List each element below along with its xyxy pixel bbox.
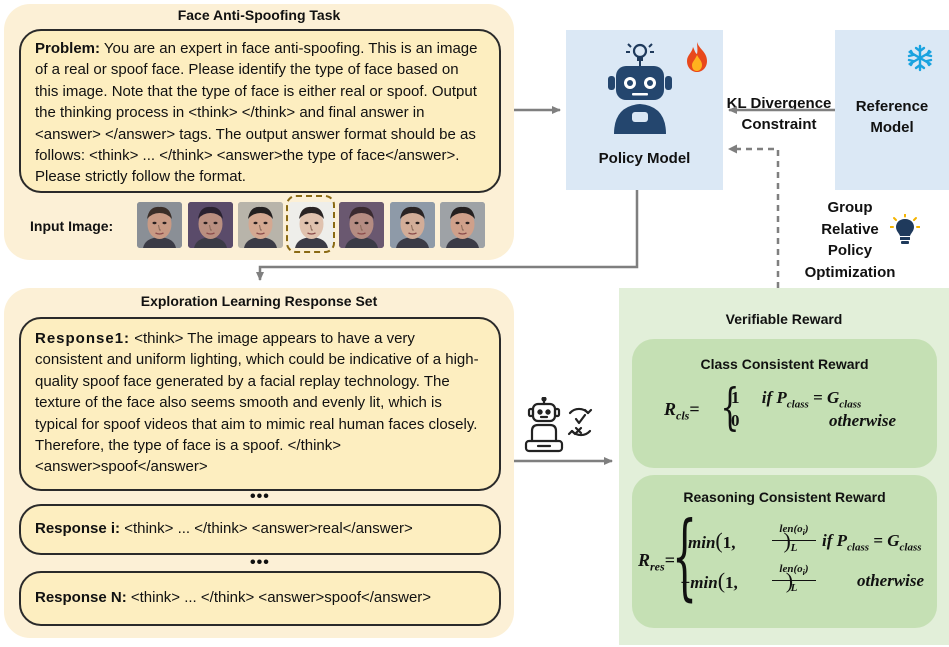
response-i-label: Response i: bbox=[35, 520, 121, 537]
problem-box: Problem: You are an expert in face anti-… bbox=[19, 29, 501, 193]
face-thumbnail bbox=[440, 202, 485, 248]
reason-lhs: R bbox=[638, 550, 651, 570]
policy-model-label: Policy Model bbox=[598, 150, 691, 167]
reason-frac2-num-end: ) bbox=[804, 563, 809, 575]
class-reward-title: Class Consistent Reward bbox=[700, 356, 869, 372]
reasoning-reward-box bbox=[632, 475, 937, 628]
response-n-label: Response N: bbox=[35, 589, 127, 606]
response-n-box: Response N: <think> ... </think> <answer… bbox=[19, 571, 501, 626]
reason-case2-min: −min bbox=[680, 573, 718, 592]
problem-label: Problem: bbox=[35, 40, 101, 57]
class-case2-condition: otherwise bbox=[829, 411, 897, 430]
reason-case1: min(1,len(oi)L) bbox=[688, 523, 816, 554]
reason-case1-eq: = G bbox=[869, 531, 900, 550]
reason-case1-one: 1, bbox=[722, 533, 736, 552]
kl-divergence-label: KL Divergence Constraint bbox=[724, 93, 834, 135]
reason-case1-sub: class bbox=[847, 541, 870, 554]
reasoning-reward-title: Reasoning Consistent Reward bbox=[683, 489, 886, 505]
reason-frac2-num-sub: i bbox=[802, 568, 805, 578]
robot-evaluating-icon bbox=[524, 397, 593, 453]
response-i-text: <think> ... </think> <answer>real</answe… bbox=[120, 520, 413, 537]
response-i-box: Response i: <think> ... </think> <answer… bbox=[19, 504, 501, 555]
class-brace: { bbox=[720, 378, 740, 436]
face-thumbnail bbox=[389, 202, 435, 248]
class-reward-box bbox=[632, 339, 937, 468]
face-thumbnail bbox=[238, 202, 283, 248]
grpo-label: Group Relative Policy Optimization bbox=[800, 197, 900, 283]
reason-frac1-num-end: ) bbox=[804, 523, 809, 535]
class-case1-value: 1 bbox=[731, 388, 740, 407]
reason-case1-min: min bbox=[688, 533, 716, 552]
reason-frac1-num-sub: i bbox=[802, 528, 805, 538]
class-lhs-sub: cls bbox=[676, 408, 690, 423]
class-case1-eq: = G bbox=[808, 388, 840, 407]
face-thumbnail bbox=[339, 202, 384, 248]
kl-label-line1: KL Divergence bbox=[726, 95, 832, 112]
idea-bulb-icon bbox=[626, 43, 654, 66]
robot-icon bbox=[608, 43, 672, 134]
lightbulb-icon bbox=[890, 214, 920, 244]
grpo-label-line2: Relative bbox=[821, 220, 879, 238]
grpo-label-line3: Policy bbox=[827, 242, 873, 259]
class-case1-condition: if P bbox=[761, 388, 787, 407]
reason-case2: −min(1,len(oi)L) bbox=[680, 563, 816, 594]
reason-brace: { bbox=[672, 502, 698, 611]
reason-case1-sub2: class bbox=[899, 541, 922, 554]
grpo-label-line4: Optimization bbox=[804, 263, 896, 281]
arrow-policy-to-responses bbox=[256, 190, 639, 281]
reference-model-label-line1: Reference bbox=[855, 98, 929, 115]
response-n-text: <think> ... </think> <answer>spoof</answ… bbox=[126, 589, 432, 606]
response1-label: Response1: bbox=[35, 330, 131, 347]
reason-frac2: len(oi) L bbox=[772, 562, 816, 595]
class-case1-sub2: class bbox=[839, 398, 862, 411]
reason-frac1-num: len(o bbox=[779, 523, 803, 535]
input-image-label: Input Image: bbox=[30, 218, 114, 234]
response1-box: Response1: <think> The image appears to … bbox=[19, 317, 501, 491]
ellipsis-dots-2: ••• bbox=[250, 554, 270, 571]
reasoning-reward-formula: Rres= { min(1,len(oi)L) if Pclass = Gcla… bbox=[638, 502, 925, 611]
face-thumbnail bbox=[137, 202, 182, 248]
kl-label-line2: Constraint bbox=[741, 116, 817, 133]
reason-frac1: len(oi) L bbox=[772, 522, 816, 555]
fire-icon bbox=[687, 42, 707, 72]
reference-model-label-line2: Model bbox=[870, 119, 914, 136]
class-lhs: R bbox=[664, 399, 677, 419]
reason-frac2-num: len(o bbox=[779, 563, 803, 575]
reason-frac1-den: L bbox=[790, 542, 798, 555]
reward-panel-title: Verifiable Reward bbox=[725, 311, 843, 327]
snowflake-icon bbox=[907, 44, 933, 72]
task-panel-title: Face Anti-Spoofing Task bbox=[177, 7, 341, 23]
problem-text: You are an expert in face anti-spoofing.… bbox=[35, 40, 478, 186]
reason-case2-condition: otherwise bbox=[857, 571, 925, 590]
class-case2-value: 0 bbox=[731, 411, 740, 430]
grpo-label-line1: Group bbox=[827, 199, 873, 216]
class-reward-formula: Rcls= { 1 if Pclass = Gclass 0 otherwise bbox=[664, 378, 897, 436]
arrow-grpo-dashed bbox=[733, 147, 780, 288]
reference-model-label: Reference Model bbox=[835, 96, 949, 138]
selected-face-highlight bbox=[285, 195, 335, 253]
face-thumbnail bbox=[187, 202, 233, 248]
reason-case2-one: 1, bbox=[725, 573, 738, 592]
ellipsis-dots-1: ••• bbox=[250, 488, 270, 505]
response1-text: <think> The image appears to have a very… bbox=[35, 330, 479, 476]
reason-frac2-den: L bbox=[790, 582, 798, 595]
response-panel-title: Exploration Learning Response Set bbox=[140, 293, 378, 309]
class-case1-sub: class bbox=[786, 398, 809, 411]
face-thumbnail bbox=[288, 202, 334, 248]
reason-lhs-sub: res bbox=[650, 559, 665, 574]
reason-case1-condition: if P bbox=[822, 531, 848, 550]
